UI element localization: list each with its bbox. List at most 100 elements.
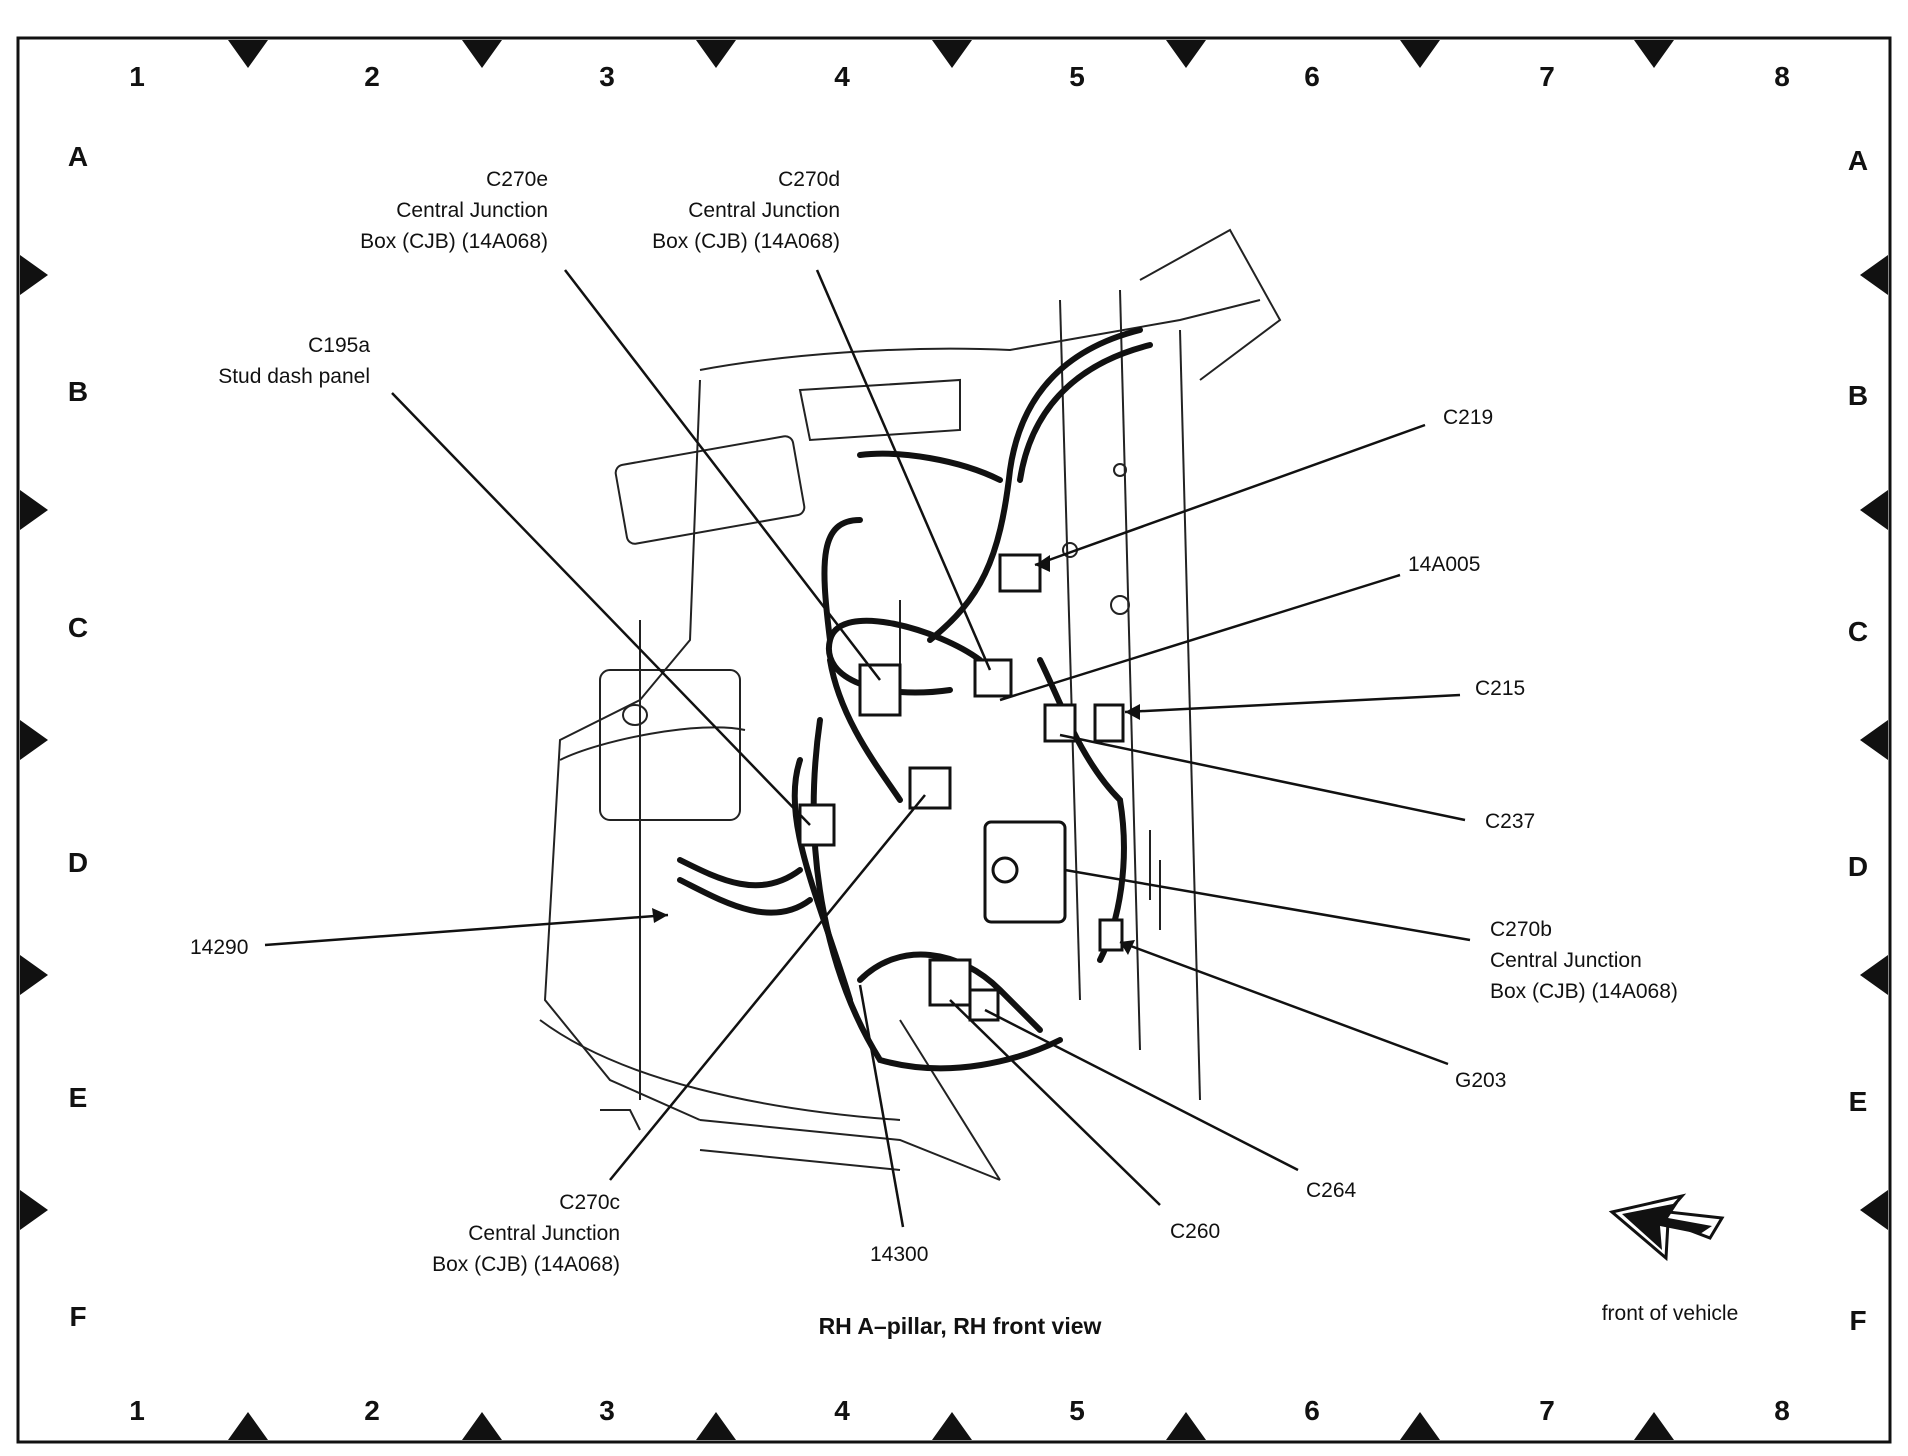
label-c270d: C270d Central Junction Box (CJB) (14A068…: [592, 164, 840, 257]
column-label-top-1: 1: [129, 61, 145, 92]
c270b-connector: [983, 820, 1067, 924]
leader-g203: [1119, 940, 1449, 1066]
label-14300: 14300: [870, 1239, 928, 1270]
label-c270c: C270c Central Junction Box (CJB) (14A068…: [372, 1187, 620, 1280]
label-c195a-line-2: Stud dash panel: [218, 365, 370, 388]
row-label-left-c: C: [67, 612, 89, 643]
column-label-bottom-4: 4: [834, 1395, 850, 1426]
row-label-right-e: E: [1848, 1086, 1868, 1117]
row-label-right-a: A: [1847, 145, 1869, 176]
leader-c215: [1124, 693, 1461, 714]
column-label-top-6: 6: [1304, 61, 1320, 92]
label-c215-line-1: C215: [1475, 677, 1526, 700]
label-c219: C219: [1443, 402, 1493, 433]
label-c270b-line-3: Box (CJB) (14A068): [1490, 980, 1678, 1003]
label-14290-line-1: 14290: [190, 936, 249, 959]
row-label-right-d: D: [1847, 851, 1869, 882]
c215-connector: [1093, 703, 1125, 743]
label-c270b-line-2: Central Junction: [1490, 949, 1642, 972]
c270e-connector: [858, 663, 902, 717]
leader-c264: [984, 1008, 1299, 1172]
label-c270c-line-2: Central Junction: [468, 1222, 620, 1245]
row-label-left-d: D: [67, 847, 89, 878]
column-label-bottom-8: 8: [1774, 1395, 1790, 1426]
column-label-top-3: 3: [599, 61, 615, 92]
c270b-connector-hole: [991, 856, 1019, 884]
row-label-left-b: B: [67, 376, 89, 407]
c219-connector: [998, 553, 1042, 593]
label-c270d-line-1: C270d: [778, 168, 840, 191]
column-label-bottom-1: 1: [129, 1395, 145, 1426]
label-c195a-line-1: C195a: [308, 334, 370, 357]
label-c195a: C195a Stud dash panel: [150, 330, 370, 392]
left-coordinate-markers: [20, 255, 48, 1230]
label-c237-line-1: C237: [1485, 810, 1536, 833]
label-c264-line-1: C264: [1306, 1179, 1357, 1202]
bottom-coordinate-markers: [228, 1412, 1674, 1440]
c270c-connector: [908, 766, 952, 810]
leader-c260: [949, 999, 1161, 1206]
column-label-bottom-6: 6: [1304, 1395, 1320, 1426]
vehicle-structure-art: [539, 228, 1282, 1181]
column-label-bottom-2: 2: [364, 1395, 380, 1426]
label-c270e-line-3: Box (CJB) (14A068): [360, 230, 548, 253]
leader-14a005: [999, 573, 1401, 702]
g203-connector: [1098, 918, 1124, 952]
leader-c270d: [815, 269, 992, 671]
label-14a005-line-1: 14A005: [1408, 553, 1481, 576]
label-c270b: C270b Central Junction Box (CJB) (14A068…: [1490, 914, 1678, 1007]
label-c270d-line-3: Box (CJB) (14A068): [652, 230, 840, 253]
row-label-right-c: C: [1847, 616, 1869, 647]
leader-arrowheads: [652, 555, 1140, 955]
front-of-vehicle-label: front of vehicle: [1601, 1302, 1739, 1325]
leader-c195a: [391, 392, 811, 826]
label-c270b-line-1: C270b: [1490, 918, 1552, 941]
row-label-left-f: F: [69, 1301, 87, 1332]
label-c270c-line-3: Box (CJB) (14A068): [432, 1253, 620, 1276]
label-c270e: C270e Central Junction Box (CJB) (14A068…: [300, 164, 548, 257]
label-c264: C264: [1306, 1175, 1356, 1206]
leader-c270c: [609, 794, 926, 1181]
label-c237: C237: [1485, 806, 1535, 837]
label-14a005: 14A005: [1408, 549, 1480, 580]
leader-14300: [858, 984, 905, 1228]
column-label-bottom-7: 7: [1539, 1395, 1555, 1426]
leader-c219: [1034, 423, 1426, 567]
column-label-top-8: 8: [1774, 61, 1790, 92]
label-c270e-line-2: Central Junction: [396, 199, 548, 222]
label-g203-line-1: G203: [1455, 1069, 1507, 1092]
label-c270e-line-1: C270e: [486, 168, 548, 191]
diagram-frame: [16, 36, 1892, 1444]
leader-c270e: [564, 269, 881, 681]
row-label-right-b: B: [1847, 380, 1869, 411]
label-c260: C260: [1170, 1216, 1220, 1247]
column-label-top-5: 5: [1069, 61, 1085, 92]
leader-14290: [264, 913, 669, 947]
column-label-top-2: 2: [364, 61, 380, 92]
c195a-connector: [798, 803, 836, 847]
top-coordinate-markers: [228, 40, 1674, 68]
label-c215: C215: [1475, 673, 1525, 704]
c270d-connector: [973, 658, 1013, 698]
column-label-bottom-5: 5: [1069, 1395, 1085, 1426]
leader-c237: [1059, 733, 1466, 822]
column-label-top-7: 7: [1539, 61, 1555, 92]
label-g203: G203: [1455, 1065, 1506, 1096]
column-label-bottom-3: 3: [599, 1395, 615, 1426]
front-of-vehicle-arrow-icon: [1608, 1193, 1725, 1262]
label-c260-line-1: C260: [1170, 1220, 1221, 1243]
c260-connector: [928, 958, 972, 1007]
leader-lines: [264, 269, 1471, 1228]
label-14290: 14290: [190, 932, 248, 963]
diagram-title: RH A–pillar, RH front view: [818, 1313, 1102, 1339]
label-14300-line-1: 14300: [870, 1243, 929, 1266]
right-coordinate-markers: [1860, 255, 1888, 1230]
row-label-left-a: A: [67, 141, 89, 172]
row-label-right-f: F: [1849, 1305, 1867, 1336]
column-label-top-4: 4: [834, 61, 850, 92]
leader-c270b: [1064, 868, 1471, 942]
label-c219-line-1: C219: [1443, 406, 1494, 429]
label-c270c-line-1: C270c: [559, 1191, 620, 1214]
label-c270d-line-2: Central Junction: [688, 199, 840, 222]
